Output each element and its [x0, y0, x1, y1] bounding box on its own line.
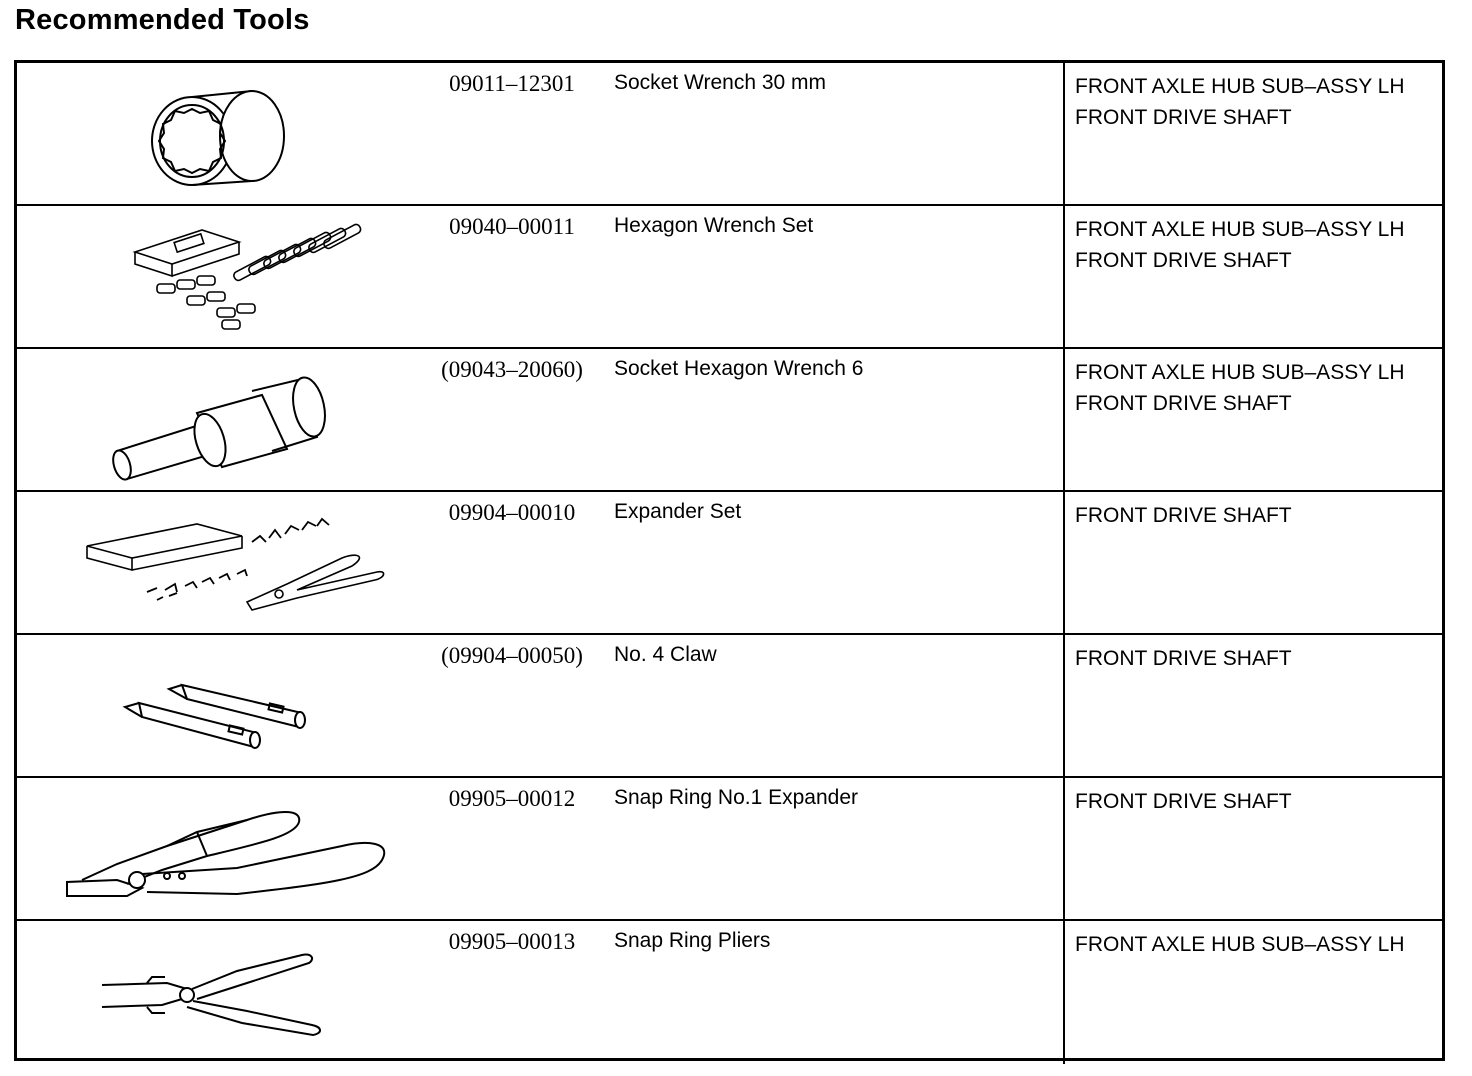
usage-list: FRONT AXLE HUB SUB–ASSY LH FRONT DRIVE S… [1075, 71, 1405, 133]
usage-item: FRONT AXLE HUB SUB–ASSY LH [1075, 933, 1405, 956]
column-divider [1063, 349, 1065, 490]
socket-wrench-30mm-icon [47, 69, 407, 199]
snap-ring-pliers-icon [47, 927, 407, 1057]
tool-name: No. 4 Claw [614, 643, 717, 666]
part-number: 09904–00010 [448, 500, 576, 525]
usage-item: FRONT DRIVE SHAFT [1075, 647, 1292, 670]
part-number: (09904–00050) [441, 643, 583, 668]
snap-ring-expander-icon [47, 784, 407, 914]
part-number: 09011–12301 [449, 71, 575, 96]
expander-set-icon [47, 498, 407, 628]
column-divider [1063, 492, 1065, 633]
column-divider [1063, 206, 1065, 347]
usage-list: FRONT DRIVE SHAFT [1075, 500, 1292, 531]
tools-table: 09011–12301 Socket Wrench 30 mm FRONT AX… [14, 60, 1445, 1064]
part-number: 09905–00013 [448, 929, 576, 954]
usage-list: FRONT AXLE HUB SUB–ASSY LH FRONT DRIVE S… [1075, 357, 1405, 419]
tool-name: Expander Set [614, 500, 742, 523]
column-divider [1063, 63, 1065, 204]
table-row: 09040–00011 Hexagon Wrench Set FRONT AXL… [17, 206, 1442, 349]
usage-item: FRONT AXLE HUB SUB–ASSY LH [1075, 75, 1405, 98]
table-row: 09011–12301 Socket Wrench 30 mm FRONT AX… [17, 63, 1442, 206]
column-divider [1063, 921, 1065, 1064]
claw-icon [47, 641, 407, 771]
usage-list: FRONT AXLE HUB SUB–ASSY LH FRONT DRIVE S… [1075, 214, 1405, 276]
table-row: 09905–00012 Snap Ring No.1 Expander FRON… [17, 778, 1442, 921]
tool-name: Snap Ring No.1 Expander [614, 786, 858, 809]
socket-hexagon-wrench-icon [47, 355, 407, 485]
usage-item: FRONT DRIVE SHAFT [1075, 392, 1292, 415]
usage-item: FRONT DRIVE SHAFT [1075, 249, 1292, 272]
usage-list: FRONT DRIVE SHAFT [1075, 786, 1292, 817]
tool-name: Socket Hexagon Wrench 6 [614, 357, 864, 380]
usage-item: FRONT DRIVE SHAFT [1075, 790, 1292, 813]
usage-item: FRONT DRIVE SHAFT [1075, 106, 1292, 129]
table-row: (09043–20060) Socket Hexagon Wrench 6 FR… [17, 349, 1442, 492]
page-title: Recommended Tools [15, 4, 310, 36]
hexagon-wrench-set-icon [47, 212, 407, 342]
column-divider [1063, 635, 1065, 776]
tool-name: Hexagon Wrench Set [614, 214, 814, 237]
usage-item: FRONT AXLE HUB SUB–ASSY LH [1075, 361, 1405, 384]
tool-name: Socket Wrench 30 mm [614, 71, 827, 94]
part-number: 09905–00012 [448, 786, 576, 811]
usage-item: FRONT DRIVE SHAFT [1075, 504, 1292, 527]
usage-list: FRONT DRIVE SHAFT [1075, 643, 1292, 674]
table-row: 09904–00010 Expander Set FRONT DRIVE SHA… [17, 492, 1442, 635]
usage-list: FRONT AXLE HUB SUB–ASSY LH [1075, 929, 1405, 960]
column-divider [1063, 778, 1065, 919]
usage-item: FRONT AXLE HUB SUB–ASSY LH [1075, 218, 1405, 241]
part-number: (09043–20060) [441, 357, 583, 382]
table-row: 09905–00013 Snap Ring Pliers FRONT AXLE … [17, 921, 1442, 1064]
tool-name: Snap Ring Pliers [614, 929, 771, 952]
table-row: (09904–00050) No. 4 Claw FRONT DRIVE SHA… [17, 635, 1442, 778]
part-number: 09040–00011 [449, 214, 575, 239]
